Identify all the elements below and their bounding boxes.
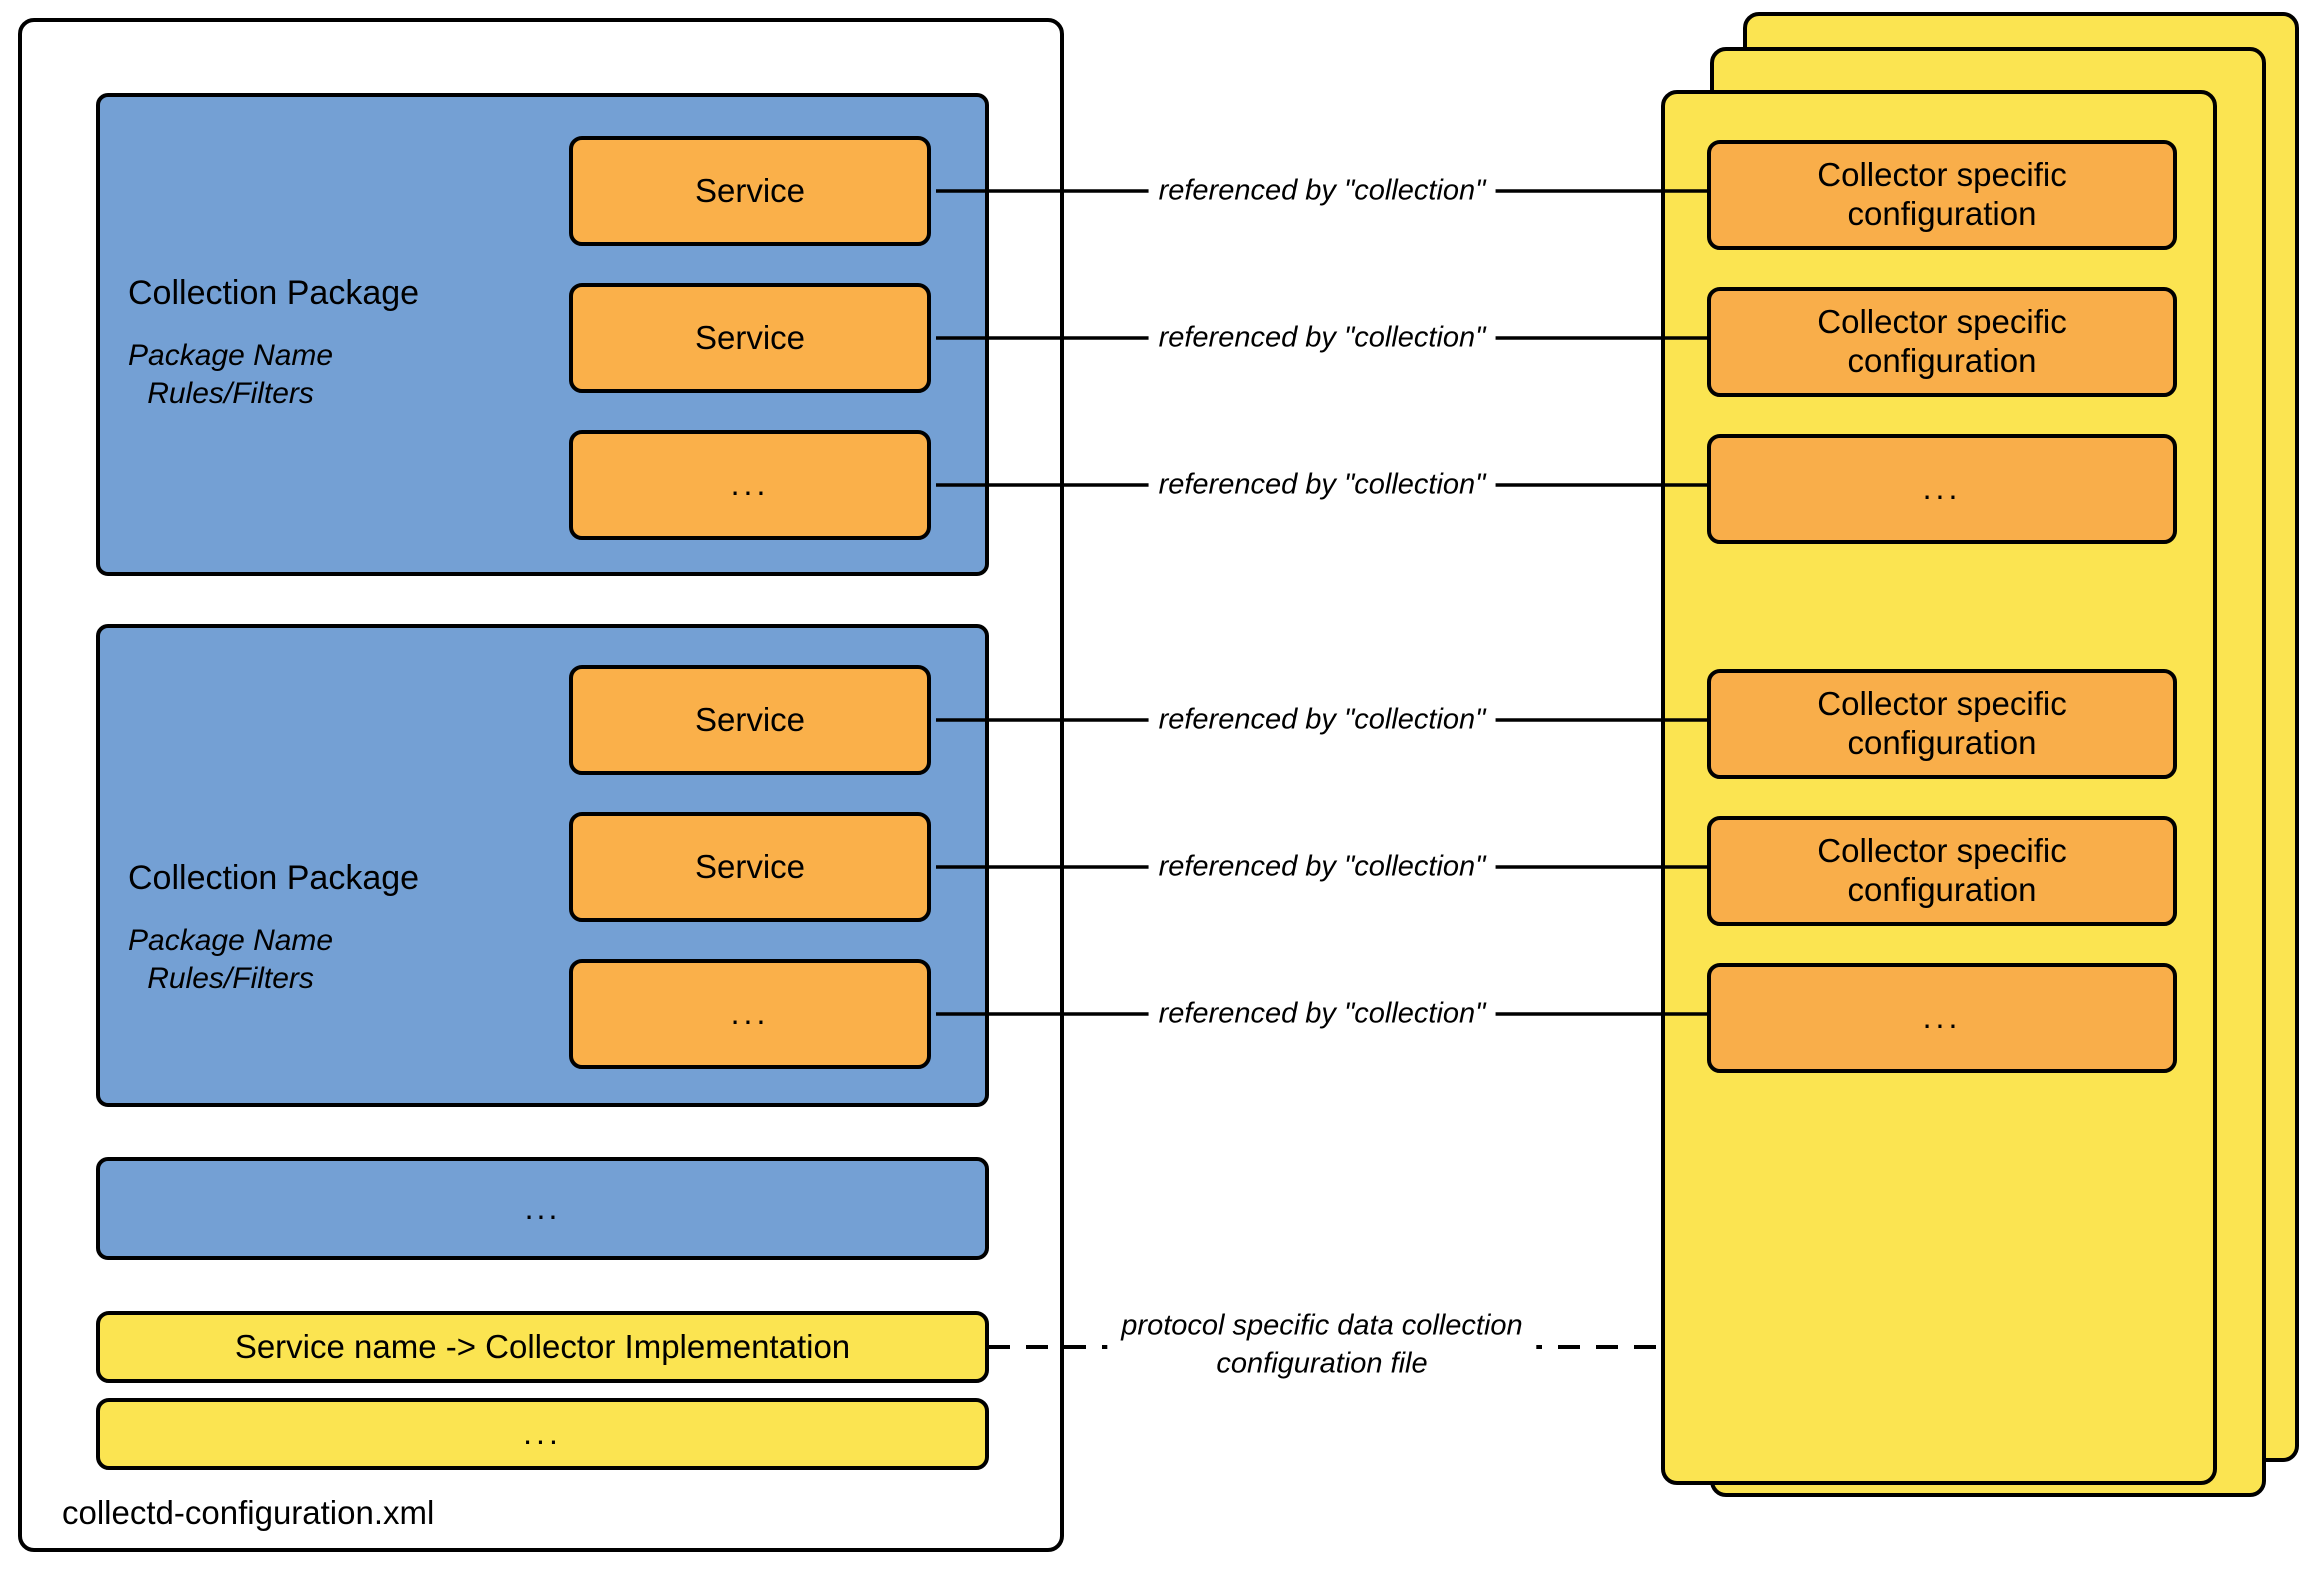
package-subtitle: Package Name Rules/Filters	[128, 339, 334, 411]
collector-config-file-front[interactable]: Collector specific configuration Collect…	[1661, 90, 2217, 1485]
package-title: Collection Package	[128, 859, 420, 897]
service-label: ...	[730, 995, 770, 1032]
collector-config-entry-6[interactable]: ...	[1707, 963, 2177, 1073]
service-box-1-1[interactable]: Service	[569, 136, 931, 246]
collector-config-entry-2[interactable]: Collector specific configuration	[1707, 287, 2177, 397]
reference-label-6: referenced by "collection"	[1148, 997, 1496, 1031]
package-subtitle: Package Name Rules/Filters	[128, 924, 334, 996]
reference-label-2: referenced by "collection"	[1148, 321, 1496, 355]
service-box-2-3[interactable]: ...	[569, 959, 931, 1069]
reference-label-4: referenced by "collection"	[1148, 703, 1496, 737]
package-ellipsis-label: ...	[524, 1189, 561, 1226]
mapping-label: ...	[523, 1415, 562, 1452]
service-box-2-2[interactable]: Service	[569, 812, 931, 922]
service-label: Service	[694, 171, 806, 209]
protocol-config-label: protocol specific data collection config…	[1107, 1303, 1537, 1387]
mapping-label: Service name -> Collector Implementation	[234, 1327, 851, 1365]
service-label: Service	[694, 318, 806, 356]
collector-config-label: ...	[1922, 470, 1962, 507]
reference-label-3: referenced by "collection"	[1148, 468, 1496, 502]
collector-config-label: ...	[1922, 999, 1962, 1036]
reference-label-5: referenced by "collection"	[1148, 850, 1496, 884]
collector-config-entry-5[interactable]: Collector specific configuration	[1707, 816, 2177, 926]
service-box-1-3[interactable]: ...	[569, 430, 931, 540]
collector-config-entry-1[interactable]: Collector specific configuration	[1707, 140, 2177, 250]
collection-package-ellipsis[interactable]: ...	[96, 1157, 989, 1260]
service-box-2-1[interactable]: Service	[569, 665, 931, 775]
collector-config-entry-4[interactable]: Collector specific configuration	[1707, 669, 2177, 779]
service-label: Service	[694, 700, 806, 738]
collector-config-entry-3[interactable]: ...	[1707, 434, 2177, 544]
service-label: Service	[694, 847, 806, 885]
service-to-collector-mapping-ellipsis[interactable]: ...	[96, 1398, 989, 1470]
service-to-collector-mapping[interactable]: Service name -> Collector Implementation	[96, 1311, 989, 1383]
collector-config-label: Collector specific configuration	[1817, 685, 2067, 761]
package-title: Collection Package	[128, 274, 420, 312]
reference-label-1: referenced by "collection"	[1148, 174, 1496, 208]
collector-config-label: Collector specific configuration	[1817, 832, 2067, 908]
collector-config-label: Collector specific configuration	[1817, 156, 2067, 232]
collector-config-label: Collector specific configuration	[1817, 303, 2067, 379]
service-box-1-2[interactable]: Service	[569, 283, 931, 393]
file-caption: collectd-configuration.xml	[62, 1494, 435, 1531]
service-label: ...	[730, 466, 770, 503]
